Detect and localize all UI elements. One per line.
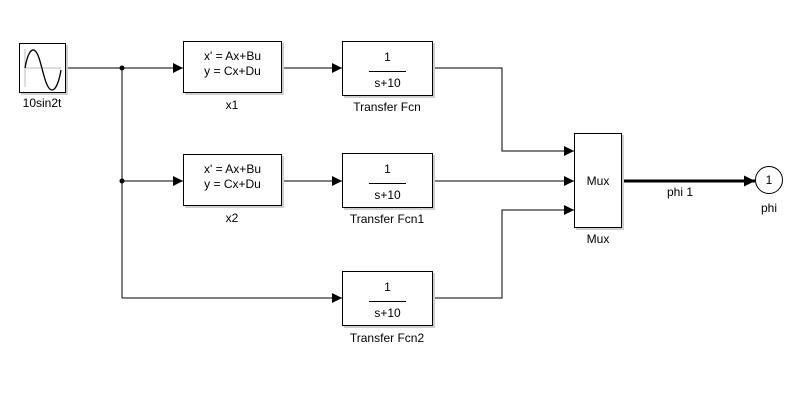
output-equation: y = Cx+Du — [204, 64, 261, 78]
signal-line-tf2-mux[interactable] — [433, 205, 574, 299]
branch-point — [119, 65, 125, 71]
tf-denominator: s+10 — [374, 76, 401, 90]
state-space-block-x2[interactable]: x' = Ax+Bu y = Cx+Du — [183, 154, 282, 206]
tf-fraction-bar — [369, 71, 406, 72]
mux-block-text: Mux — [586, 174, 610, 188]
tf-fraction-bar — [369, 183, 406, 184]
sine-wave-block[interactable] — [19, 43, 66, 93]
mux-block[interactable]: Mux — [574, 133, 622, 228]
branch-point — [119, 178, 125, 184]
transfer-fcn1-block[interactable]: 1 s+10 — [342, 153, 433, 208]
outport-number: 1 — [765, 173, 773, 187]
outport-label: phi — [760, 201, 778, 215]
tf-numerator: 1 — [384, 50, 391, 64]
sine-wave-label: 10sin2t — [22, 96, 62, 110]
tf-denominator: s+10 — [374, 188, 401, 202]
tf-fraction-bar — [369, 301, 406, 302]
tf-numerator: 1 — [384, 162, 391, 176]
transfer-fcn2-block[interactable]: 1 s+10 — [342, 271, 433, 326]
sine-wave-icon — [24, 49, 62, 91]
tf-denominator: s+10 — [374, 306, 401, 320]
state-equation: x' = Ax+Bu — [204, 162, 261, 176]
transfer-fcn-label: Transfer Fcn — [353, 100, 421, 114]
state-equation: x' = Ax+Bu — [204, 49, 261, 63]
transfer-fcn1-label: Transfer Fcn1 — [349, 212, 425, 226]
transfer-fcn-block[interactable]: 1 s+10 — [342, 41, 433, 96]
mux-label: Mux — [586, 232, 610, 246]
outport-block[interactable]: 1 — [755, 166, 783, 194]
output-equation: y = Cx+Du — [204, 177, 261, 191]
tf-numerator: 1 — [384, 280, 391, 294]
state-space-block-x1[interactable]: x' = Ax+Bu y = Cx+Du — [183, 41, 282, 93]
transfer-fcn2-label: Transfer Fcn2 — [349, 331, 425, 345]
signal-line-tf-mux[interactable] — [433, 67, 574, 156]
state-space-label-x1: x1 — [225, 98, 239, 112]
state-space-label-x2: x2 — [225, 211, 239, 225]
signal-label: phi 1 — [666, 185, 694, 199]
